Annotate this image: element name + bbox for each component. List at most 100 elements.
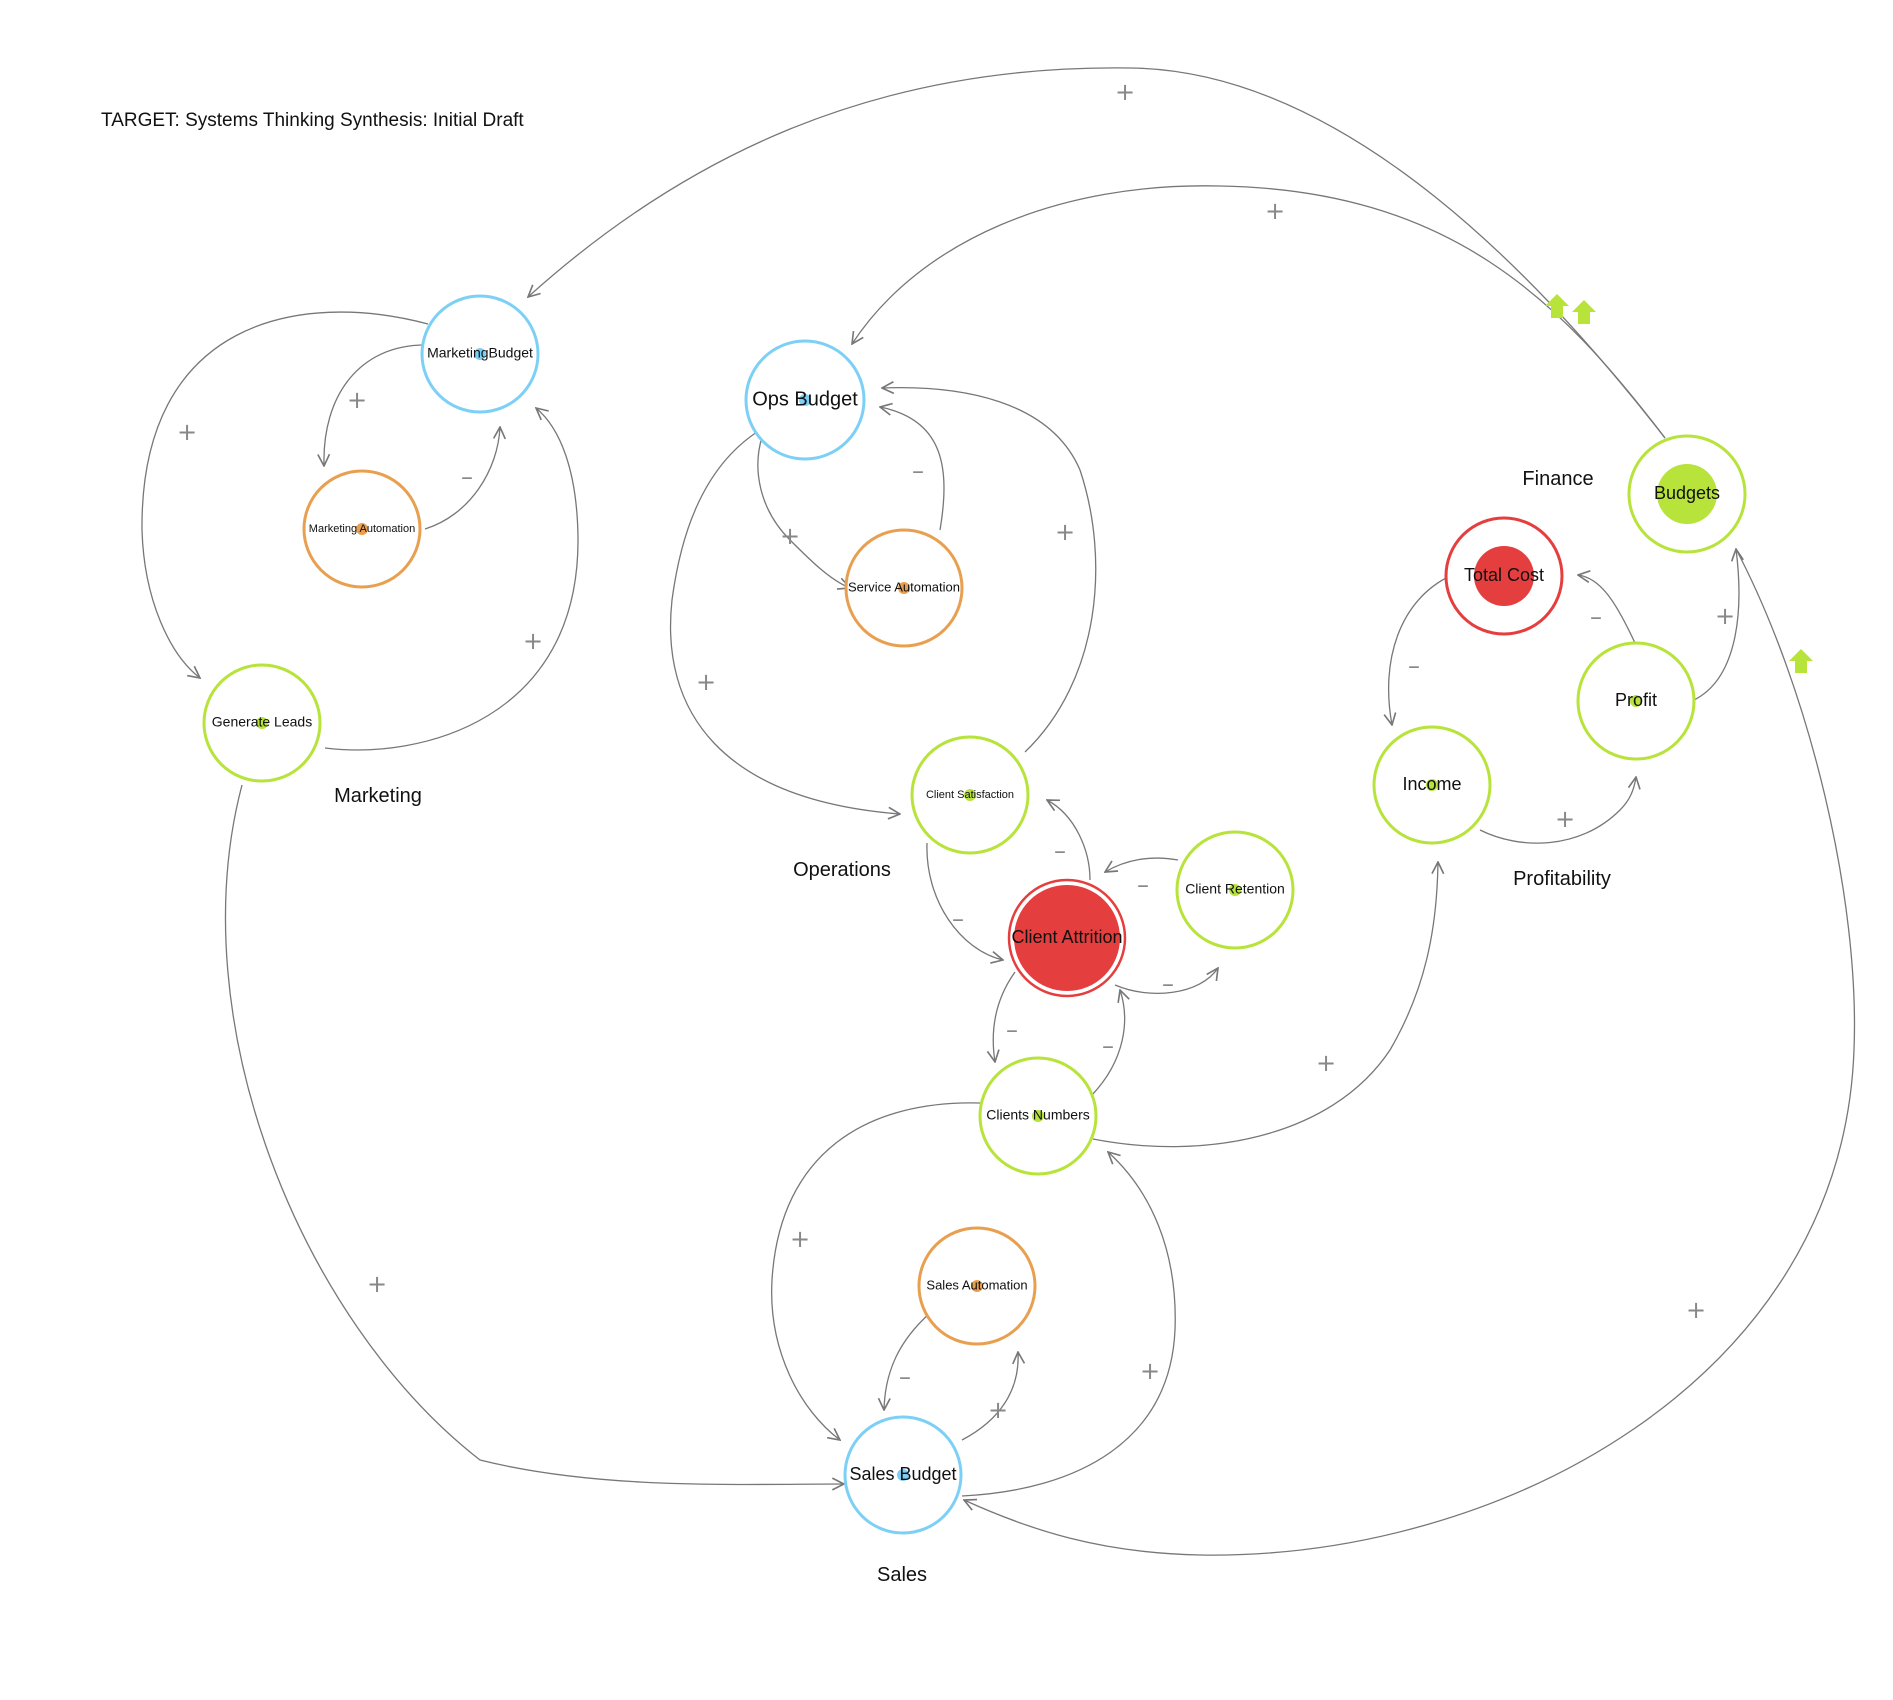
- node-label: Client Attrition: [1011, 927, 1122, 947]
- link-sales-budget-to-clients-numbers: [961, 1152, 1176, 1497]
- link-marketing-automation-to-marketing-budget: [424, 427, 500, 530]
- link-client-attrition-to-clients-numbers: [993, 971, 1016, 1062]
- node-clients-numbers[interactable]: Clients Numbers: [978, 1056, 1098, 1176]
- node-fill: [1014, 885, 1120, 991]
- node-label: Generate Leads: [212, 714, 312, 730]
- group-label-sales: Sales: [877, 1564, 927, 1586]
- diagram-title: TARGET: Systems Thinking Synthesis: Init…: [101, 110, 524, 131]
- node-label: Sales Automation: [926, 1277, 1027, 1292]
- node-service-automation[interactable]: Service Automation: [844, 528, 964, 648]
- link-marketing-budget-to-generate-leads: [141, 311, 429, 678]
- node-label: Client Retention: [1185, 881, 1285, 897]
- node-label: Clients Numbers: [986, 1107, 1089, 1123]
- polarity-sign: +: [347, 386, 367, 414]
- node-ops-budget[interactable]: Ops Budget: [744, 339, 866, 461]
- polarity-sign: +: [523, 627, 543, 655]
- link-income-to-profit: [1479, 777, 1636, 844]
- node-label: Marketing Automation: [309, 523, 415, 535]
- link-clients-numbers-to-income: [1092, 862, 1438, 1148]
- group-labels-layer: MarketingOperationsFinanceProfitabilityS…: [334, 468, 1611, 1586]
- polarity-sign: +: [1686, 1296, 1706, 1324]
- polarity-sign: –: [899, 1363, 911, 1391]
- link-profit-to-budgets: [1693, 549, 1739, 701]
- link-budgets-to-marketing-budget: [528, 67, 1666, 439]
- node-label: Service Automation: [848, 579, 960, 594]
- group-label-profitability: Profitability: [1513, 868, 1611, 890]
- link-client-satisfaction-to-ops-budget: [882, 388, 1097, 753]
- node-client-attrition[interactable]: Client Attrition: [1007, 878, 1127, 998]
- polarity-sign: –: [1408, 652, 1420, 680]
- polarity-sign: +: [1115, 78, 1135, 106]
- node-center-dot: [1657, 464, 1717, 524]
- polarity-sign: –: [1137, 871, 1149, 899]
- node-label: Sales Budget: [849, 1464, 956, 1484]
- links-layer: [141, 67, 1856, 1556]
- node-label: Income: [1402, 774, 1461, 794]
- node-label: Budgets: [1654, 483, 1720, 503]
- node-budgets[interactable]: Budgets: [1627, 434, 1747, 554]
- link-generate-leads-to-sales-budget: [224, 784, 844, 1484]
- node-marketing-automation[interactable]: Marketing Automation: [302, 469, 422, 589]
- link-budgets-to-ops-budget: [852, 185, 1666, 439]
- node-generate-leads[interactable]: Generate Leads: [202, 663, 322, 783]
- up-arrow-marker: [1789, 649, 1813, 673]
- polarity-sign: –: [461, 463, 473, 491]
- node-center-dot: [356, 523, 368, 535]
- node-profit[interactable]: Profit: [1576, 641, 1696, 761]
- node-center-dot: [898, 582, 910, 594]
- node-label: MarketingBudget: [427, 345, 533, 361]
- polarity-sign: –: [1054, 837, 1066, 865]
- node-client-retention[interactable]: Client Retention: [1175, 830, 1295, 950]
- polarity-sign: +: [1140, 1357, 1160, 1385]
- link-sales-automation-to-sales-budget: [884, 1312, 931, 1410]
- polarity-sign: –: [912, 457, 924, 485]
- link-ops-budget-to-client-satisfaction: [669, 431, 900, 814]
- node-label: Total Cost: [1464, 565, 1544, 585]
- polarity-sign: +: [1055, 518, 1075, 546]
- link-service-automation-to-ops-budget: [880, 407, 945, 531]
- polarity-sign: +: [1316, 1049, 1336, 1077]
- node-label: Ops Budget: [752, 388, 858, 410]
- link-client-satisfaction-to-client-attrition: [926, 842, 1003, 960]
- node-center-dot: [1474, 546, 1534, 606]
- node-center-dot: [256, 717, 268, 729]
- node-client-satisfaction[interactable]: Client Satisfaction: [910, 735, 1030, 855]
- link-sales-budget-to-sales-automation: [961, 1352, 1018, 1441]
- link-ops-budget-to-service-automation: [757, 436, 850, 588]
- link-client-attrition-to-client-satisfaction: [1047, 800, 1091, 881]
- polarity-sign: +: [367, 1270, 387, 1298]
- group-label-marketing: Marketing: [334, 785, 422, 807]
- link-budgets-to-sales-budget: [964, 548, 1856, 1556]
- polarity-signs-layer: +–++++++–++––––––++–+++––++: [177, 78, 1735, 1424]
- node-center-dot: [897, 1469, 909, 1481]
- polarity-sign: +: [1265, 197, 1285, 225]
- link-client-retention-to-client-attrition: [1105, 857, 1179, 872]
- node-center-dot: [799, 394, 811, 406]
- markers-layer: [1545, 294, 1813, 673]
- polarity-sign: –: [1162, 970, 1174, 998]
- node-center-dot: [1032, 1110, 1044, 1122]
- link-clients-numbers-to-sales-budget: [771, 1102, 981, 1440]
- node-center-dot: [1229, 884, 1241, 896]
- polarity-sign: +: [988, 1396, 1008, 1424]
- node-income[interactable]: Income: [1372, 725, 1492, 845]
- polarity-sign: –: [1590, 603, 1602, 631]
- node-center-dot: [964, 789, 976, 801]
- polarity-sign: +: [1555, 805, 1575, 833]
- node-center-dot: [474, 348, 486, 360]
- polarity-sign: +: [780, 522, 800, 550]
- polarity-sign: +: [790, 1225, 810, 1253]
- link-generate-leads-to-marketing-budget: [324, 408, 579, 751]
- up-arrow-marker: [1572, 300, 1596, 324]
- node-center-dot: [1426, 779, 1438, 791]
- node-sales-automation[interactable]: Sales Automation: [917, 1226, 1037, 1346]
- node-marketing-budget[interactable]: MarketingBudget: [420, 294, 540, 414]
- polarity-sign: –: [1006, 1016, 1018, 1044]
- link-profit-to-total-cost: [1578, 575, 1636, 644]
- node-sales-budget[interactable]: Sales Budget: [843, 1415, 963, 1535]
- polarity-sign: +: [1715, 602, 1735, 630]
- node-total-cost[interactable]: Total Cost: [1444, 516, 1564, 636]
- link-clients-numbers-to-client-attrition: [1091, 990, 1125, 1096]
